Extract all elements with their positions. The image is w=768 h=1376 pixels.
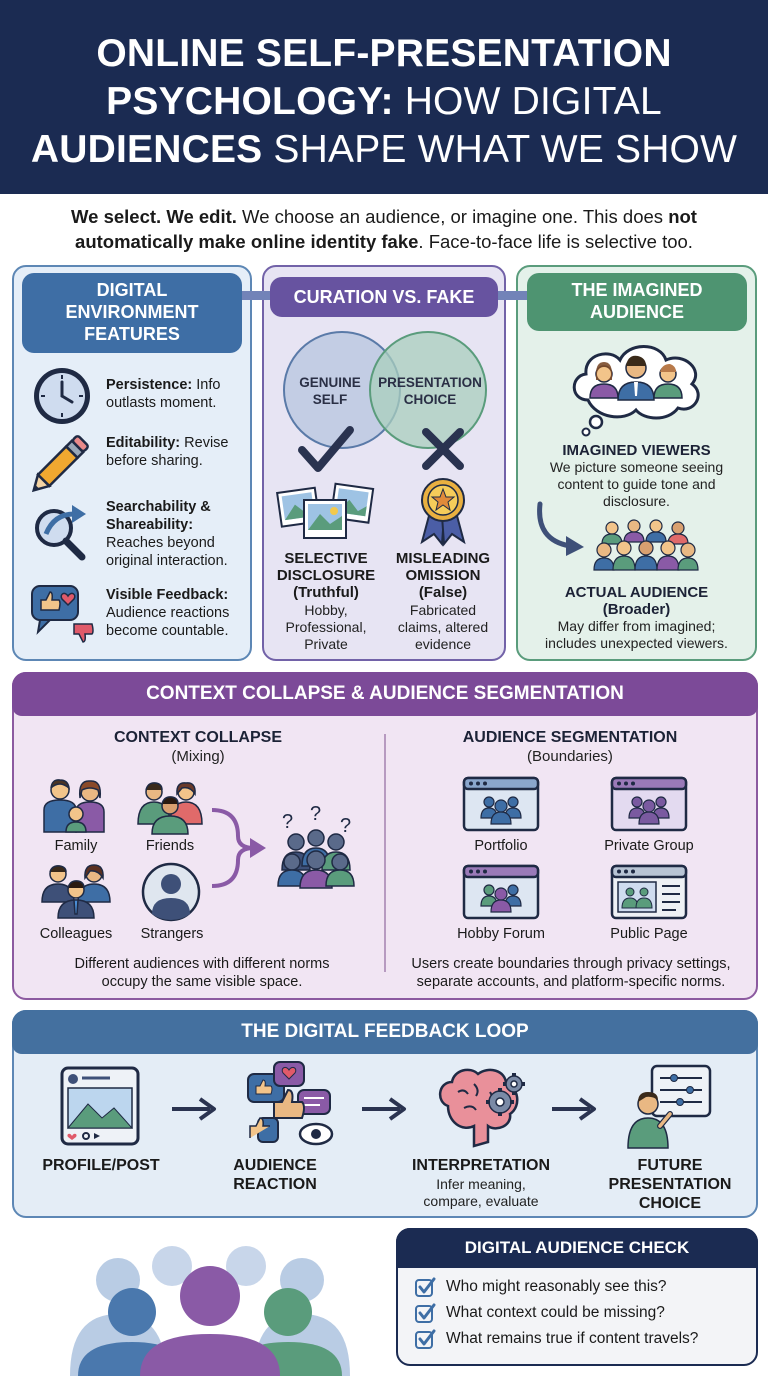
colleagues-icon [41,864,111,919]
private-group-window-icon [610,776,688,832]
public-page-window-icon [610,864,688,920]
family-icon [43,779,105,833]
check-item-3: What remains true if content travels? [446,1330,699,1347]
feature-persistence: Persistence: Info outlasts moment. [106,377,221,411]
connector-left [242,291,272,300]
loop-arrow-1 [172,1097,216,1121]
step-interpretation: INTERPRETATION [411,1157,551,1174]
venn-diagram [283,331,487,449]
svg-text:?: ? [282,811,293,833]
checkbox-check-icon [415,1277,436,1297]
selective-disclosure-desc: Hobby,Professional,Private [285,602,367,652]
curation-title: CURATION VS. FAKE [270,277,498,317]
segmentation-caption: Users create boundaries through privacy … [411,956,731,990]
svg-text:?: ? [310,803,321,825]
loop-arrow-2 [362,1097,406,1121]
context-divider [384,734,386,972]
context-collapse-caption: Different audiences with different norms… [74,956,330,990]
group-strangers: Strangers [140,926,204,942]
context-collapse-sub: (Mixing) [171,748,225,765]
future-choice-icon [627,1064,712,1149]
imagined-audience-panel [516,265,757,661]
feature-editability: Editability: Revise before sharing. [106,435,229,469]
checkbox-check-icon [415,1303,436,1323]
stranger-icon [141,862,201,922]
actual-audience-crowd-icon [593,519,699,571]
actual-audience-desc: May differ from imagined;includes unexpe… [545,618,728,651]
feature-visible-feedback: Visible Feedback: Audience reactions bec… [106,587,230,639]
thought-cloud-icon [572,345,700,437]
header-banner [0,0,768,194]
group-family: Family [54,838,98,854]
check-item-2: What context could be missing? [446,1304,665,1321]
page-title: ONLINE SELF-PRESENTATION PSYCHOLOGY: HOW… [30,32,738,171]
imagined-audience-title: THE IMAGINED AUDIENCE [527,273,747,331]
friends-icon [137,782,203,835]
curved-arrow-icon [537,501,584,556]
cross-mark-icon [422,428,464,470]
hobby-forum-window-icon [462,864,540,920]
profile-post-icon [60,1066,140,1146]
step-profile-post: PROFILE/POST [42,1157,160,1174]
feature-searchability: Searchability & Shareability: Reaches be… [106,499,228,569]
segmentation-title: AUDIENCE SEGMENTATION [462,729,678,746]
feedback-loop-banner: THE DIGITAL FEEDBACK LOOP [12,1010,758,1054]
reactions-icon [31,585,94,643]
audience-group-graphic [70,1246,350,1376]
step-interpretation-desc: Infer meaning,compare, evaluate [423,1176,539,1209]
context-collapse-title: CONTEXT COLLAPSE [113,729,282,746]
group-colleagues: Colleagues [39,926,113,942]
segment-public-page: Public Page [610,926,688,942]
clock-icon [34,368,90,424]
digital-environment-title: DIGITAL ENVIRONMENT FEATURES [22,273,242,353]
segment-hobby-forum: Hobby Forum [457,926,545,942]
check-mark-icon [298,426,354,472]
badge-icon [420,478,466,547]
merge-arrow-icon [211,808,266,888]
photos-icon [276,482,375,539]
portfolio-window-icon [462,776,540,832]
group-friends: Friends [145,838,195,854]
brain-gears-icon [439,1068,525,1148]
check-item-1: Who might reasonably see this? [446,1278,667,1295]
pencil-icon [31,435,89,493]
magnifier-share-icon [35,505,86,561]
intro-text: We select. We edit. We choose an audienc… [71,206,697,252]
svg-text:?: ? [340,815,351,837]
segment-portfolio: Portfolio [474,838,528,854]
segment-private-group: Private Group [604,838,694,854]
audience-reaction-icon [247,1061,334,1146]
context-banner: CONTEXT COLLAPSE & AUDIENCE SEGMENTATION [12,672,758,716]
imagined-viewers-title: IMAGINED VIEWERS [562,442,711,459]
segmentation-sub: (Boundaries) [527,748,613,765]
checkbox-check-icon [415,1329,436,1349]
loop-arrow-3 [552,1097,596,1121]
connector-right [496,291,530,300]
curation-panel [262,265,506,661]
audience-check-title: DIGITAL AUDIENCE CHECK [396,1228,758,1268]
mixed-crowd-icon: ? ? ? [277,803,355,889]
actual-audience-title: ACTUAL AUDIENCE(Broader) [564,584,709,618]
